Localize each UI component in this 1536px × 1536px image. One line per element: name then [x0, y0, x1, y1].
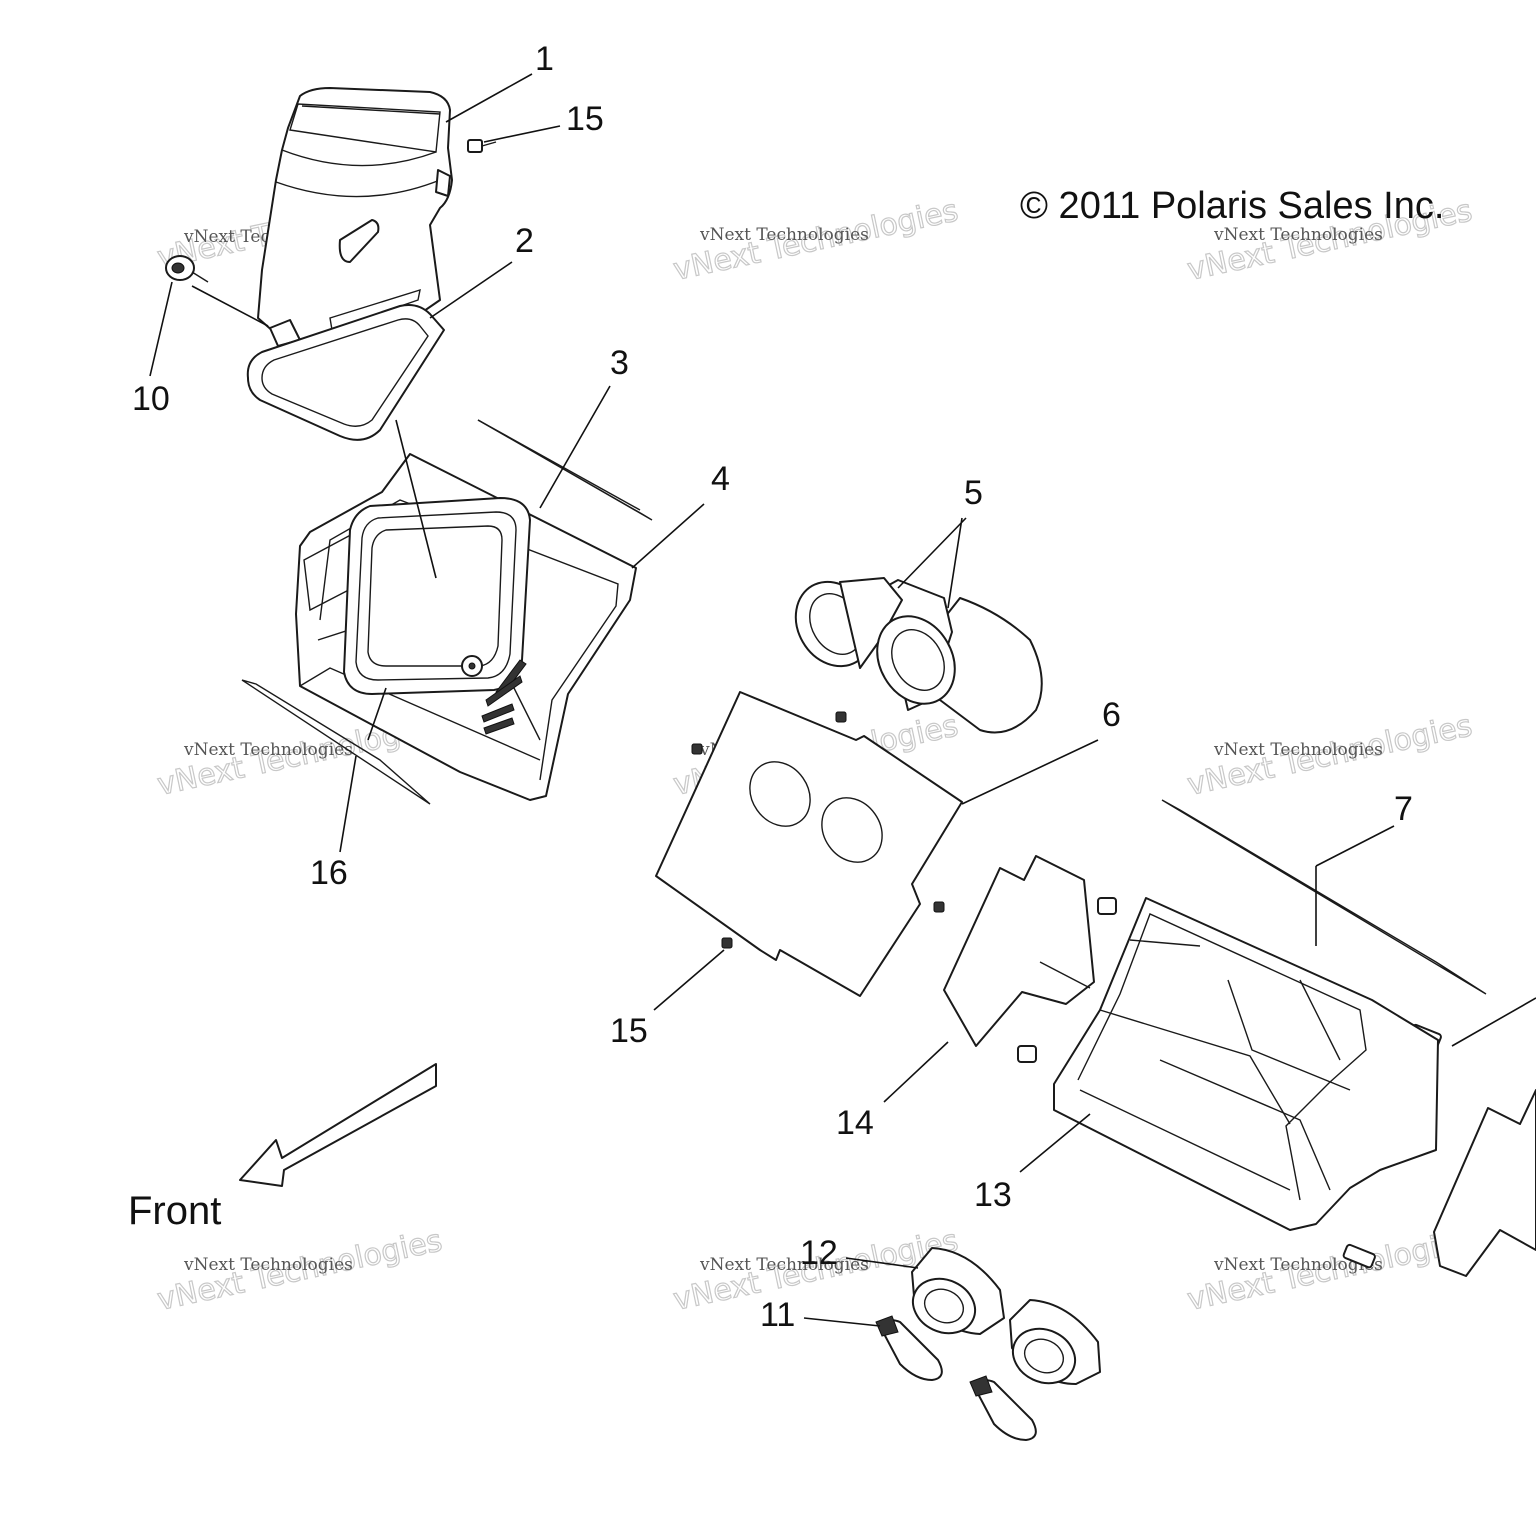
callout-15-top: 15	[566, 100, 604, 138]
part-2-gasket	[246, 304, 445, 441]
watermark-text: vNext Technologies	[183, 1255, 353, 1275]
callout-11: 11	[760, 1296, 795, 1334]
callout-15-bottom: 15	[610, 1012, 648, 1050]
part-6-plate	[655, 691, 963, 997]
watermark-mid-right: vNext Technologies vNext Technologies	[1184, 708, 1476, 804]
watermark-bottom-left: vNext Technologies vNext Technologies	[154, 1223, 446, 1319]
leader-lines	[149, 73, 1536, 1327]
callout-13: 13	[974, 1176, 1012, 1214]
part-4-labels-detail	[461, 655, 527, 735]
callout-16: 16	[310, 854, 348, 892]
part-5-boots	[794, 577, 1043, 734]
watermark-text: vNext Technologies	[699, 225, 869, 245]
watermark-text: vNext Technologies	[1213, 225, 1383, 245]
watermark-bottom-right: vNext Technologies vNext Technologies	[1184, 1223, 1476, 1319]
watermark-text: vNext Technologies	[1213, 1255, 1383, 1275]
callout-1: 1	[535, 40, 554, 78]
part-16-seal-strip	[241, 679, 431, 805]
callout-2: 2	[515, 222, 534, 260]
callout-6: 6	[1102, 696, 1121, 734]
watermark-text: vNext Technologies	[1213, 740, 1383, 760]
callout-4: 4	[711, 460, 730, 498]
part-3-seal-strip-edge	[477, 419, 641, 511]
part-15-bolt-top	[467, 139, 497, 153]
part-1-intake-duct	[257, 87, 453, 360]
callout-5: 5	[964, 474, 983, 512]
front-label: Front	[128, 1189, 221, 1233]
front-arrow	[239, 1063, 437, 1187]
part-10-clamp	[165, 255, 209, 283]
watermark-text: vNext Technologies	[183, 740, 353, 760]
callout-14: 14	[836, 1104, 874, 1142]
part-11-clamps	[875, 1315, 1037, 1441]
watermark-top-center: vNext Technologies vNext Technologies	[670, 193, 962, 289]
callout-3: 3	[610, 344, 629, 382]
callout-7: 7	[1394, 790, 1413, 828]
watermark-text: vNext Technologies	[699, 1255, 869, 1275]
part-3-filter-element	[343, 497, 531, 695]
part-13-airbox-base	[1053, 897, 1439, 1231]
right-seal-panel-partial	[1433, 1089, 1536, 1277]
callout-10: 10	[132, 380, 170, 418]
copyright-notice: © 2011 Polaris Sales Inc.	[1020, 185, 1444, 227]
callout-12: 12	[800, 1234, 838, 1272]
part-14-seal-panel	[943, 855, 1095, 1047]
part-3-seal-strip	[477, 419, 653, 521]
part-12-couplers	[911, 1247, 1101, 1385]
part-7-seal-strip	[1161, 799, 1487, 995]
